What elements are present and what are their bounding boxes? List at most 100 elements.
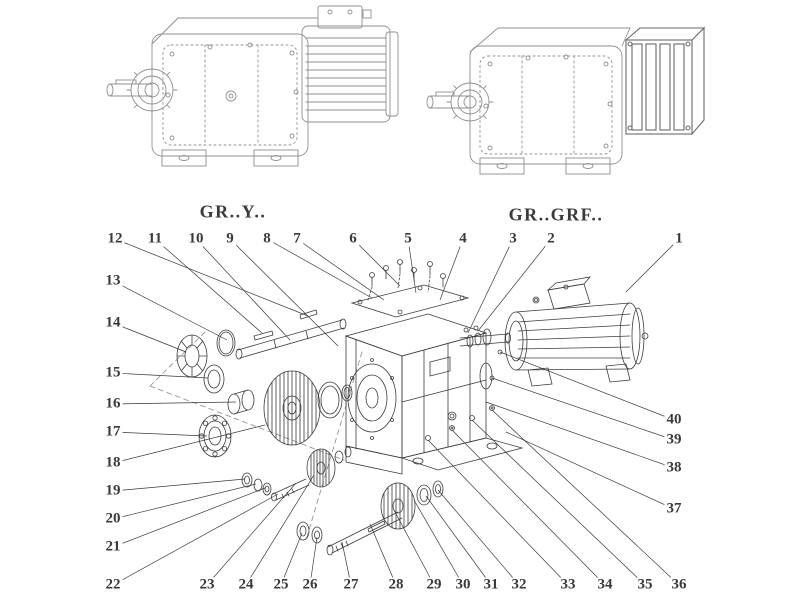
part-number-39: 39 [664,431,684,448]
part-number-13: 13 [103,272,123,289]
part-number-1: 1 [673,230,685,247]
leader-line-36 [491,409,680,586]
leader-line-33 [427,439,569,586]
output-shaft-assembly [296,480,444,556]
leader-line-10 [195,238,291,341]
part-number-9: 9 [224,230,236,247]
part-number-4: 4 [457,230,469,247]
leader-line-7 [296,238,385,301]
part-number-8: 8 [261,230,273,247]
leader-line-21 [112,487,266,548]
part-number-29: 29 [424,576,444,593]
leader-line-4 [439,238,464,301]
large-gear [263,370,353,446]
part-number-12: 12 [105,230,125,247]
part-number-16: 16 [103,395,123,412]
leader-line-18 [112,424,266,464]
part-number-15: 15 [103,364,123,381]
leader-line-17 [112,431,208,437]
part-number-14: 14 [103,314,123,331]
part-number-32: 32 [509,576,529,593]
part-number-26: 26 [300,576,320,593]
part-number-30: 30 [453,576,473,593]
leader-line-32 [437,489,520,586]
part-number-31: 31 [481,576,501,593]
part-number-7: 7 [291,230,303,247]
part-number-34: 34 [595,576,615,593]
leader-line-28 [369,523,397,586]
part-number-33: 33 [558,576,578,593]
leader-line-34 [451,429,606,586]
leader-line-25 [280,532,303,586]
leader-line-15 [112,372,209,379]
part-number-18: 18 [103,454,123,471]
leader-line-38 [485,401,675,469]
part-number-40: 40 [664,411,684,428]
caption-model-gr-y: GR..Y.. [199,201,267,222]
terminal-box [317,5,363,29]
leader-line-8 [266,238,373,299]
gearbox-housing [151,33,309,157]
shaft-key [299,309,318,320]
shaft-key [253,330,274,341]
part-number-6: 6 [347,230,359,247]
part-number-38: 38 [664,459,684,476]
leader-line-23 [206,482,297,586]
part-number-2: 2 [545,230,557,247]
part-number-19: 19 [103,482,123,499]
intermediate-gear-cluster [241,446,352,502]
plugs-and-fasteners [425,405,495,441]
part-number-20: 20 [103,510,123,527]
motor-body [301,25,391,123]
part-number-22: 22 [103,576,123,593]
part-number-25: 25 [271,576,291,593]
part-number-17: 17 [103,423,123,440]
leader-line-2 [477,238,552,332]
leader-line-9 [229,238,339,347]
housing [344,313,524,475]
leader-line-6 [352,238,401,287]
leader-line-20 [112,483,257,520]
part-number-11: 11 [145,230,165,247]
leader-line-3 [467,238,514,334]
part-number-35: 35 [635,576,655,593]
leader-line-37 [505,431,675,510]
part-number-36: 36 [669,576,689,593]
top-cover-and-bolts [350,259,470,318]
leader-line-11 [154,238,263,334]
fin-block [625,26,706,135]
leader-line-14 [112,322,187,353]
part-number-3: 3 [507,230,519,247]
leader-line-22 [112,493,279,586]
assembled-view-gr-grf [426,26,706,175]
gearbox-housing [469,45,623,165]
leader-line-16 [112,401,237,405]
leader-line-40 [499,351,675,421]
leader-line-39 [491,377,675,441]
leader-line-26 [309,536,318,586]
leader-line-5 [407,238,417,294]
leader-line-31 [425,495,492,586]
leader-line-35 [471,419,646,586]
part-number-37: 37 [664,500,684,517]
part-number-21: 21 [103,538,123,555]
motor-shaft-parts [459,325,511,381]
part-number-24: 24 [236,576,256,593]
exploded-view [149,259,649,556]
input-shaft-assembly [235,309,347,360]
motor [504,276,649,387]
leader-line-19 [112,478,246,492]
leader-line-30 [413,499,464,586]
part-number-10: 10 [186,230,206,247]
part-number-27: 27 [341,576,361,593]
part-number-5: 5 [402,230,414,247]
caption-model-gr-grf: GR..GRF.. [508,204,604,225]
leader-line-12 [114,238,309,317]
leader-line-1 [625,238,680,293]
leader-line-24 [245,474,315,586]
part-number-23: 23 [197,576,217,593]
